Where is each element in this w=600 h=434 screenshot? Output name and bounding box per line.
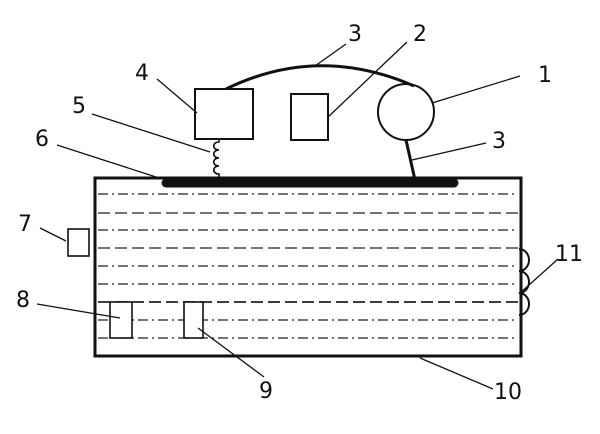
leader-line-8	[36, 303, 121, 319]
leader-line-5	[91, 113, 211, 153]
label-1: 1	[538, 63, 552, 88]
circle-1	[377, 83, 435, 141]
leader-line-9	[197, 327, 265, 378]
label-2: 2	[413, 22, 427, 47]
leader-line-1	[431, 75, 521, 104]
label-3-top: 3	[348, 22, 362, 47]
leader-line-11	[518, 258, 559, 295]
leader-line-7	[39, 227, 67, 242]
label-9: 9	[259, 379, 273, 404]
wire-3-top	[225, 64, 415, 91]
box-9	[183, 301, 204, 339]
leader-line-6	[56, 144, 157, 178]
label-3-right: 3	[492, 129, 506, 154]
wire-3-down	[404, 139, 417, 181]
interior-layers	[98, 193, 518, 339]
box-4	[194, 88, 254, 140]
leader-line-2	[326, 41, 408, 119]
box-8	[109, 301, 133, 339]
leader-line-4	[156, 78, 198, 114]
label-7: 7	[18, 212, 32, 237]
coil-11	[518, 248, 530, 316]
box-2	[290, 93, 329, 141]
label-5: 5	[72, 94, 86, 119]
label-11: 11	[555, 242, 583, 267]
leader-line-3-right	[411, 142, 487, 161]
main-tank-10	[93, 176, 523, 358]
box-7	[67, 228, 90, 257]
leader-lines	[36, 41, 559, 390]
label-10: 10	[494, 380, 522, 405]
leader-line-3-top	[314, 43, 347, 67]
label-6: 6	[35, 127, 49, 152]
coil-spring-5	[212, 139, 220, 180]
leader-line-10	[419, 357, 494, 390]
label-4: 4	[135, 61, 149, 86]
label-8: 8	[16, 288, 30, 313]
